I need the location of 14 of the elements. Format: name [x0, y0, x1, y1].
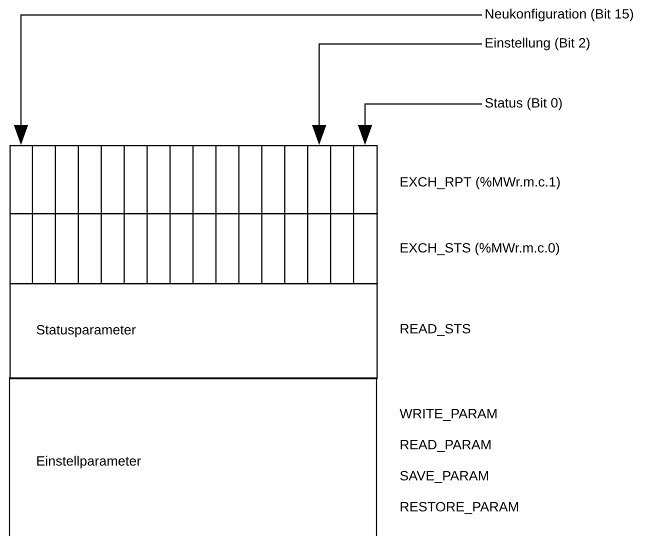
register-label: READ_STS: [400, 324, 470, 336]
register-label: READ_PARAM: [400, 440, 491, 452]
leader-text: Status (Bit 0): [485, 98, 562, 110]
register-label: EXCH_RPT (%MWr.m.c.1): [400, 176, 560, 190]
register-label: EXCH_STS (%MWr.m.c.0): [400, 242, 560, 256]
register-label: WRITE_PARAM: [400, 409, 497, 421]
leader-text: Einstellung (Bit 2): [486, 38, 590, 50]
leader-text: Neukonfiguration (Bit 15): [486, 8, 634, 22]
bit-register-row: [10, 145, 378, 214]
register-label: SAVE_PARAM: [400, 470, 488, 484]
parameter-box: Einstellparameter: [8, 377, 378, 536]
bit-register-row: [10, 213, 378, 284]
register-label: RESTORE_PARAM: [400, 502, 518, 514]
parameter-box: Statusparameter: [10, 283, 378, 380]
